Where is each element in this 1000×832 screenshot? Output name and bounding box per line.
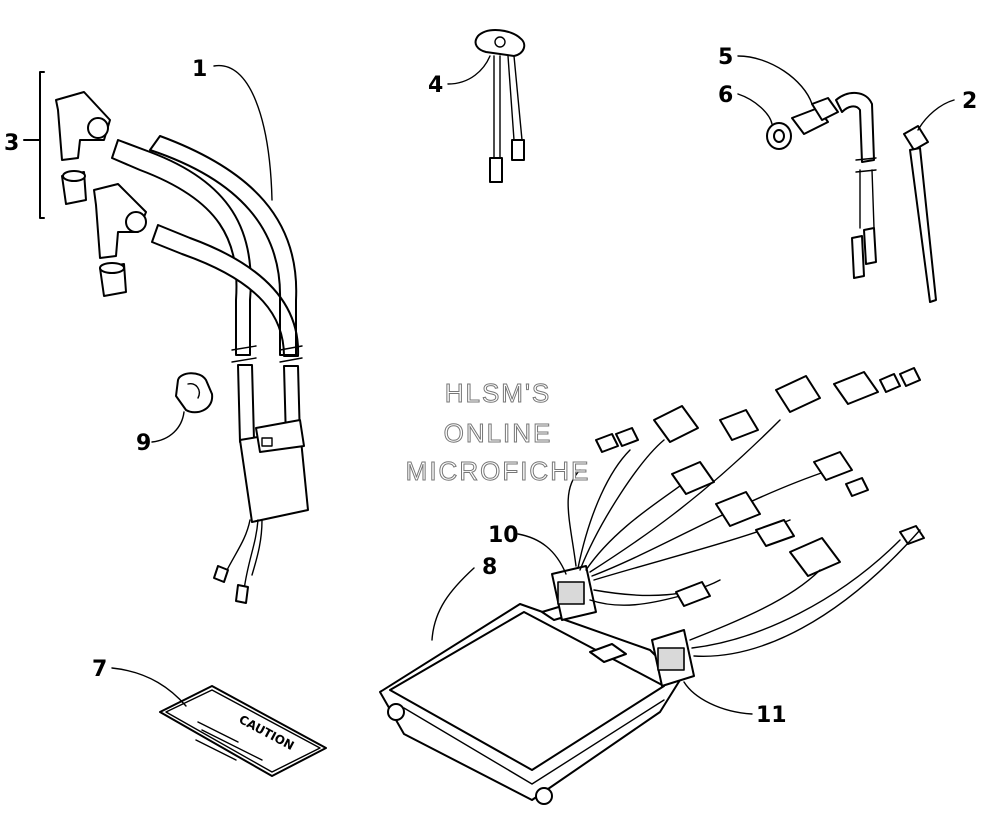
leader-lines (111, 55, 955, 715)
watermark: HLSM'S ONLINE MICROFICHE (405, 378, 591, 487)
callout-labels: 1 2 3 4 5 6 7 8 9 10 11 (4, 45, 977, 728)
callout-5: 5 (718, 45, 733, 70)
callout-6: 6 (718, 83, 733, 108)
watermark-line-1: HLSM'S (445, 378, 552, 408)
watermark-line-3: MICROFICHE (406, 456, 591, 486)
ignition-coil-assembly (111, 135, 309, 604)
callout-1: 1 (192, 57, 207, 82)
wiring-harness (551, 367, 925, 687)
callout-3: 3 (4, 131, 19, 156)
callout-10: 10 (488, 523, 519, 548)
callout-8: 8 (482, 555, 497, 580)
callout-9: 9 (136, 431, 151, 456)
callout-2: 2 (962, 89, 977, 114)
callout-7: 7 (92, 657, 107, 682)
sensor-and-oring (766, 92, 877, 279)
temperature-sensor (474, 29, 526, 183)
spark-plug-cap-group (23, 71, 147, 297)
callout-4: 4 (428, 73, 443, 98)
caution-decal: CAUTION (159, 685, 327, 777)
watermark-line-2: ONLINE (444, 418, 553, 448)
callout-11: 11 (756, 703, 787, 728)
cable-tie (903, 125, 937, 303)
wire-clip (175, 372, 214, 414)
control-module (379, 603, 681, 805)
